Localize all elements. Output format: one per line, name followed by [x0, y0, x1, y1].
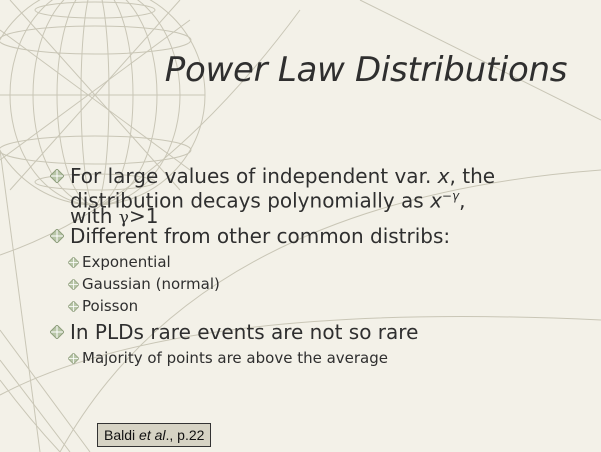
gamma-symbol: γ: [118, 208, 129, 228]
slide-title: Power Law Distributions: [164, 50, 568, 90]
bullet-1-text-c: distribution decays polynomially as: [70, 188, 431, 213]
bullet-1-text-d: ,: [459, 188, 466, 213]
citation-page: ., p.22: [165, 427, 205, 443]
bullet-1-line-1: For large values of independent var. x, …: [70, 166, 495, 186]
citation-author: Baldi: [104, 427, 140, 443]
variable-x: x: [437, 164, 450, 188]
bullet-1-text-e: with: [70, 204, 119, 228]
bullet-1-text-b: , the: [449, 164, 496, 188]
bullet-1-line-2: distribution decays polynomially as x−γ,: [70, 186, 465, 211]
sub-bullet-majority: Majority of points are above the average: [82, 349, 388, 367]
bullet-diamond-icon: [50, 229, 64, 243]
bullet-diamond-icon: [50, 325, 64, 339]
bullet-diamond-icon: [50, 169, 64, 183]
sub-bullet-icon: [68, 279, 79, 290]
exponent: −γ: [441, 189, 460, 203]
sub-bullet-poisson: Poisson: [82, 297, 139, 315]
sub-bullet-icon: [68, 257, 79, 268]
bullet-1-text-f: >1: [128, 204, 159, 228]
bullet-3-text: In PLDs rare events are not so rare: [70, 320, 419, 344]
citation-etal: et al: [139, 427, 166, 443]
bullet-1-line-3: with γ>1: [70, 206, 158, 228]
sub-bullet-icon: [68, 301, 79, 312]
variable-x-power: x: [430, 188, 442, 213]
sub-bullet-icon: [68, 353, 79, 364]
citation-box: Baldi et al., p.22: [97, 423, 212, 447]
bullet-1-text-a: For large values of independent var.: [70, 164, 438, 188]
sub-bullet-exponential: Exponential: [82, 253, 171, 271]
sub-bullet-gaussian: Gaussian (normal): [82, 275, 220, 293]
bullet-2-text: Different from other common distribs:: [70, 224, 451, 248]
